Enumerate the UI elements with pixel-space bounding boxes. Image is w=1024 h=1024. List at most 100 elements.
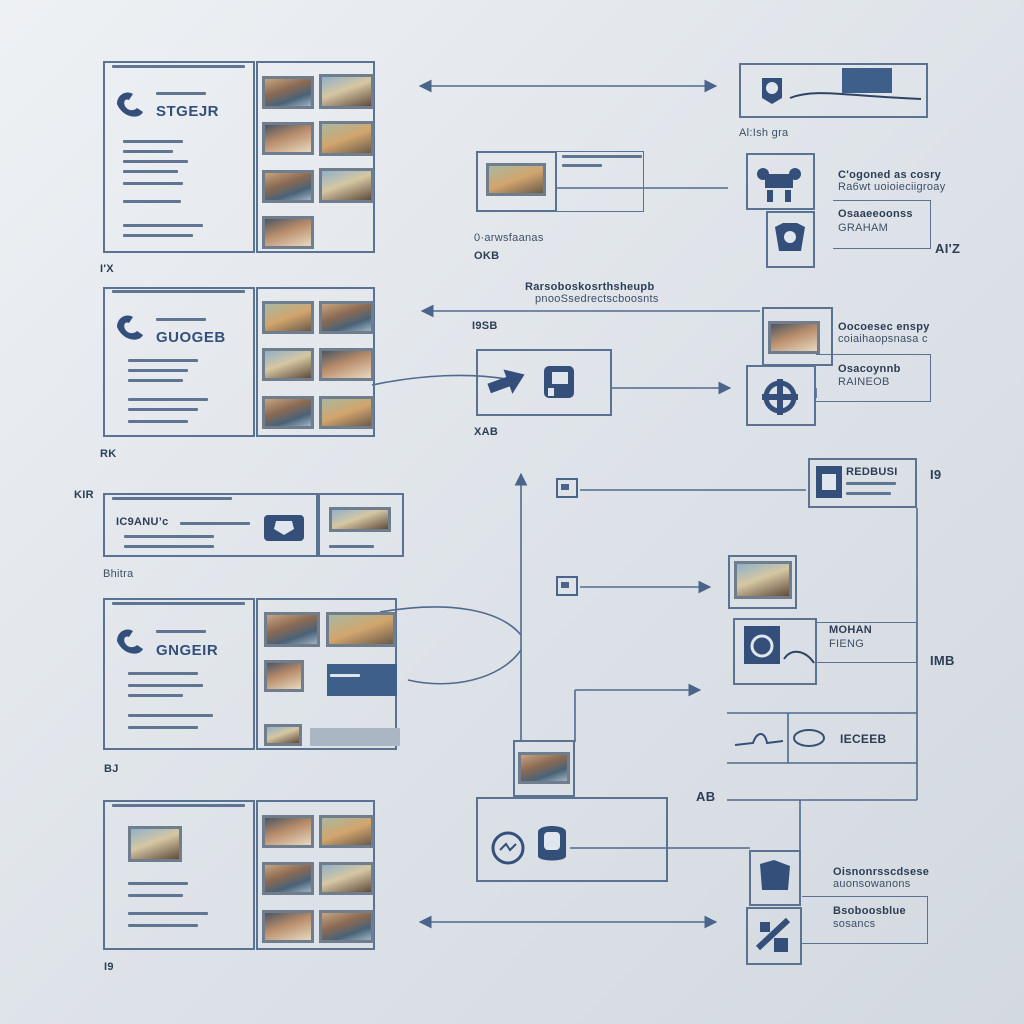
right-node-9[interactable] <box>749 850 801 906</box>
right-text-box-3 <box>817 622 917 663</box>
phone-icon <box>112 622 152 658</box>
panel-2-title: GUOGEB <box>156 329 226 346</box>
right-node-2[interactable] <box>746 153 815 210</box>
right-text-9a: Bsoboosblue <box>833 905 906 917</box>
right-text-2b: GRAHAM <box>838 222 889 234</box>
thumbnail[interactable] <box>319 121 374 156</box>
right-node-1-curve <box>789 92 922 100</box>
thumbnail[interactable] <box>319 301 374 334</box>
right-node-6[interactable] <box>808 458 917 508</box>
thumbnail[interactable] <box>734 561 792 599</box>
right-text-6b: FIENG <box>829 638 865 650</box>
panel-2-text-line <box>128 379 183 382</box>
thumbnail[interactable] <box>262 301 314 334</box>
small-panel-caption: Bhitra <box>103 568 134 580</box>
right-node-7[interactable] <box>728 555 797 609</box>
thumbnail[interactable] <box>486 163 546 196</box>
right-node-6-line <box>846 482 896 485</box>
small-panel-line <box>124 545 214 548</box>
phone-icon <box>112 308 152 344</box>
thumbnail[interactable] <box>319 74 374 109</box>
thumbnail[interactable] <box>319 862 374 895</box>
center-node-a-sub: OKB <box>474 250 500 262</box>
thumbnail[interactable] <box>319 348 374 381</box>
ellipse-icon <box>791 728 827 748</box>
thumbnail[interactable] <box>264 724 302 746</box>
thumbnail[interactable] <box>262 910 314 943</box>
right-node-1-image <box>842 68 892 93</box>
panel-3-text-line <box>128 694 183 697</box>
document-icon <box>556 576 578 596</box>
phone-icon <box>112 85 152 121</box>
thumbnail[interactable] <box>329 507 391 532</box>
thumbnail[interactable] <box>768 321 820 354</box>
signal-wave <box>734 733 784 746</box>
thumbnail[interactable] <box>319 168 374 203</box>
panel-2-text-line <box>128 420 188 423</box>
panel-2-tag: RK <box>100 448 117 460</box>
panel-4-text-line <box>128 912 208 915</box>
center-node-a-caption: 0·arwsfaanas <box>474 232 544 244</box>
thumbnail[interactable] <box>264 612 320 647</box>
right-tag-2: I9 <box>930 467 942 482</box>
center-node-c[interactable] <box>513 740 575 797</box>
chat-icon <box>262 513 306 545</box>
highlight-block <box>327 664 397 696</box>
thumbnail[interactable] <box>264 660 304 692</box>
thumbnail[interactable] <box>262 348 314 381</box>
right-node-5[interactable] <box>746 365 816 426</box>
right-text-1b: Ra6wt uoioieciigroay <box>838 181 946 193</box>
panel-4-text-line <box>128 894 183 897</box>
panel-1-text-line <box>156 92 206 95</box>
thumbnail[interactable] <box>262 170 314 203</box>
right-node-8-curve <box>783 650 815 664</box>
thumbnail[interactable] <box>319 910 374 943</box>
right-text-8b: auonsowanons <box>833 878 911 890</box>
right-tag-4: AB <box>696 789 716 804</box>
thumbnail[interactable] <box>326 612 396 647</box>
person-icon <box>532 822 572 864</box>
thumbnail[interactable] <box>262 815 314 848</box>
thumbnail[interactable] <box>262 76 314 109</box>
document-icon <box>814 464 844 500</box>
right-text-4b: RAINEOB <box>838 376 890 388</box>
arrow-icon <box>486 365 528 401</box>
thumbnail[interactable] <box>262 122 314 155</box>
center-node-b[interactable] <box>476 349 612 416</box>
person-icon <box>754 856 796 900</box>
right-node-1[interactable] <box>739 63 928 118</box>
panel-1-text-line <box>123 224 203 227</box>
panel-2-text-line <box>128 369 188 372</box>
small-panel-line <box>124 535 214 538</box>
center-node-a[interactable] <box>476 151 557 212</box>
panel-1-text-line <box>123 200 181 203</box>
thumbnail[interactable] <box>262 216 314 249</box>
left-panel-4 <box>103 800 255 950</box>
right-node-3[interactable] <box>766 211 815 268</box>
right-text-2a: Osaaeeoonss <box>838 208 913 220</box>
thumbnail[interactable] <box>319 815 374 848</box>
panel-3-text-line <box>128 684 203 687</box>
tool-icon <box>752 912 796 958</box>
thumbnail[interactable] <box>518 752 570 784</box>
right-tag-1: AI'Z <box>935 241 961 256</box>
flow-label: XAB <box>474 426 499 438</box>
panel-2-text-line <box>128 398 208 401</box>
thumbnail[interactable] <box>319 396 374 429</box>
left-panel-1 <box>103 61 255 253</box>
right-node-10[interactable] <box>746 907 802 965</box>
right-text-box-2 <box>816 354 931 402</box>
kir-label: KIR <box>74 489 94 501</box>
panel-3-text-line <box>330 674 360 677</box>
thumbnail[interactable] <box>262 396 314 429</box>
small-panel-line <box>180 522 250 525</box>
center-node-d[interactable] <box>476 797 668 882</box>
right-node-8[interactable] <box>733 618 817 685</box>
panel-3-title: GNGEIR <box>156 642 219 659</box>
panel-1-text-line <box>123 234 193 237</box>
right-text-box-1 <box>833 200 931 249</box>
thumbnail[interactable] <box>262 862 314 895</box>
thumbnail[interactable] <box>128 826 182 862</box>
right-text-8a: Oisnonrsscdsese <box>833 866 930 878</box>
